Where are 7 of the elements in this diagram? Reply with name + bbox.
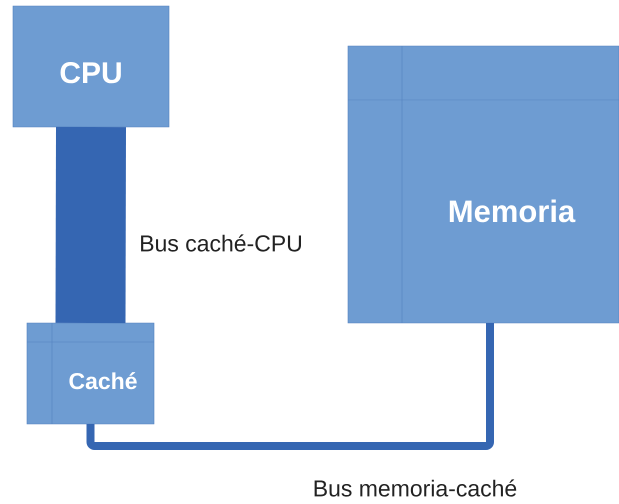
- bus-line: [86, 323, 494, 450]
- edge-label: Bus memoria-caché: [314, 479, 516, 497]
- memory-box: Memoria: [348, 46, 619, 324]
- cpu-box: CPU: [12, 6, 170, 128]
- bus-line: [56, 126, 126, 324]
- cache-box: Caché: [26, 322, 154, 424]
- edge-label: Bus caché-CPU: [141, 234, 301, 252]
